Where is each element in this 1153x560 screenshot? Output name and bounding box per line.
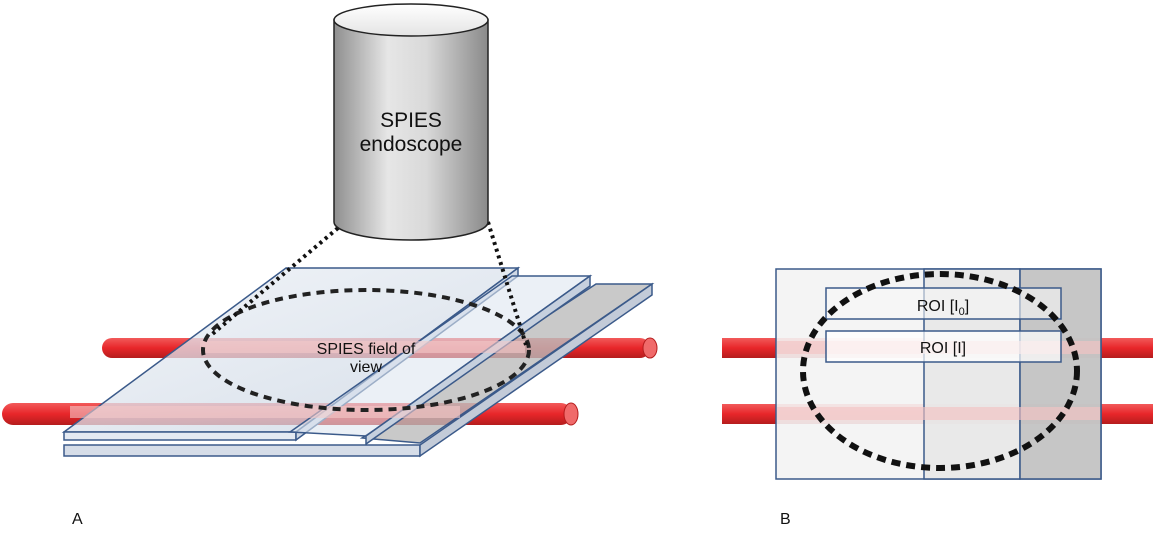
base-slide-side bbox=[419, 282, 653, 458]
tube-highlight-lower bbox=[70, 406, 460, 418]
field-label-line1: SPIES field of bbox=[317, 341, 416, 358]
field-of-view-ellipse bbox=[201, 288, 531, 412]
roi-bottom-label: ROI [I] bbox=[920, 340, 966, 357]
panel-b-label: B bbox=[780, 511, 791, 528]
panel-b: ROI [I0] ROI [I] B bbox=[722, 268, 1153, 528]
tube-b-highlight-lower bbox=[777, 407, 1100, 420]
main-slide-edge bbox=[63, 431, 297, 441]
endoscope-cylinder bbox=[333, 3, 489, 241]
panel-a: SPIES endoscope SPIES field of view A bbox=[2, 3, 658, 528]
roi-top-label: ROI [I0] bbox=[917, 298, 969, 318]
endoscope-label-line2: endoscope bbox=[360, 133, 463, 156]
cone-line-right bbox=[486, 221, 528, 346]
tube-highlight-upper bbox=[200, 341, 525, 353]
endoscope-label-line1: SPIES bbox=[380, 109, 442, 132]
roi-bottom-box bbox=[825, 330, 1062, 363]
panel-a-label: A bbox=[72, 511, 83, 528]
base-slide-edge bbox=[63, 444, 421, 457]
field-of-view-ellipse-b bbox=[800, 271, 1080, 471]
middle-slide-side bbox=[365, 274, 591, 446]
field-label-line2: view bbox=[350, 359, 382, 376]
roi-top-box bbox=[825, 287, 1062, 320]
